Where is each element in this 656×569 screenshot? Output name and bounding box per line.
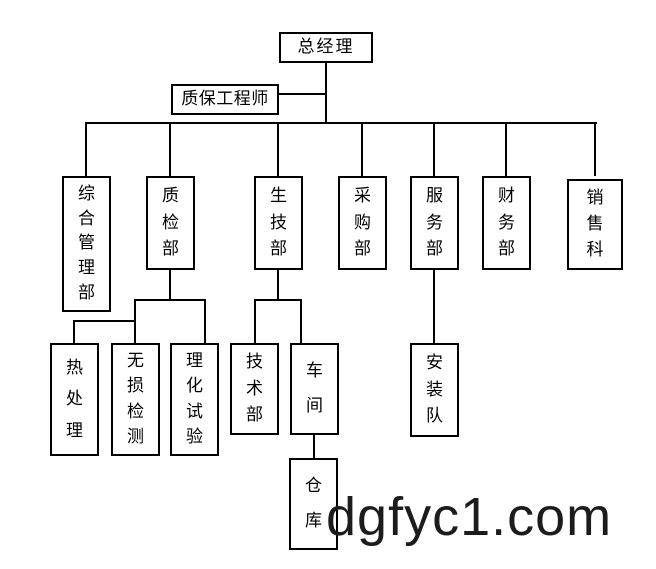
org-node-label: 服务部 — [426, 185, 443, 260]
org-node-label: 采购部 — [354, 185, 371, 260]
org-node-purchasing-dept: 采购部 — [338, 176, 387, 270]
org-node-sales-section: 销售科 — [567, 179, 623, 270]
connector-drop-sales — [594, 124, 596, 176]
connector-qi-bar — [134, 299, 206, 301]
org-node-label: 技术部 — [246, 352, 263, 425]
connector-drop-physchem-test — [204, 299, 206, 343]
org-node-label: 质检部 — [162, 185, 179, 260]
connector-drop-installation-team — [433, 270, 435, 343]
org-node-label: 质保工程师 — [181, 89, 269, 109]
connector-pt-stem — [277, 270, 279, 301]
connector-drop-general-management — [85, 124, 87, 176]
connector-drop-warehouse — [313, 435, 315, 458]
org-node-finance-dept: 财务部 — [482, 176, 531, 270]
org-node-workshop: 车间 — [290, 343, 339, 435]
connector-level2-bar — [85, 122, 597, 124]
connector-drop-service — [433, 124, 435, 176]
connector-drop-production-tech — [277, 124, 279, 176]
watermark-text: dgfyc1.com — [326, 487, 613, 547]
org-node-production-tech-dept: 生技部 — [254, 176, 303, 270]
connector-drop-finance — [505, 124, 507, 176]
connector-qi-sub-bar — [73, 320, 136, 322]
connector-drop-workshop — [300, 299, 302, 343]
connector-gm-to-bar — [325, 62, 327, 124]
org-node-general-management-dept: 综合管理部 — [62, 176, 111, 312]
org-node-installation-team: 安装队 — [410, 343, 459, 437]
connector-drop-purchasing — [361, 124, 363, 176]
org-node-general-manager: 总经理 — [279, 32, 373, 63]
org-node-technical-dept: 技术部 — [230, 343, 279, 435]
org-node-label: 财务部 — [498, 185, 515, 260]
connector-drop-technical — [254, 299, 256, 343]
org-node-physchem-testing: 理化试验 — [170, 343, 219, 456]
org-node-label: 综合管理部 — [78, 183, 95, 304]
org-node-quality-inspection-dept: 质检部 — [146, 176, 195, 270]
org-node-heat-treatment: 热处理 — [50, 343, 99, 456]
org-node-label: 热处理 — [66, 357, 83, 441]
connector-pt-bar — [254, 299, 302, 301]
connector-qi-stem — [169, 270, 171, 301]
org-node-label: 理化试验 — [186, 351, 203, 447]
connector-drop-heat-treatment — [73, 320, 75, 343]
org-node-nondestructive-testing: 无损检测 — [111, 343, 160, 456]
connector-drop-quality-inspection — [169, 124, 171, 176]
org-node-label: 仓库 — [305, 476, 322, 531]
org-node-label: 安装队 — [426, 352, 443, 427]
org-node-label: 总经理 — [297, 37, 355, 57]
org-node-qa-engineer: 质保工程师 — [171, 84, 279, 115]
org-node-warehouse: 仓库 — [289, 458, 338, 550]
org-node-label: 销售科 — [586, 188, 604, 260]
org-node-label: 无损检测 — [127, 351, 144, 447]
org-node-service-dept: 服务部 — [410, 176, 459, 270]
org-node-label: 车间 — [306, 361, 323, 416]
connector-qa-engineer — [279, 93, 326, 95]
org-node-label: 生技部 — [270, 185, 287, 260]
